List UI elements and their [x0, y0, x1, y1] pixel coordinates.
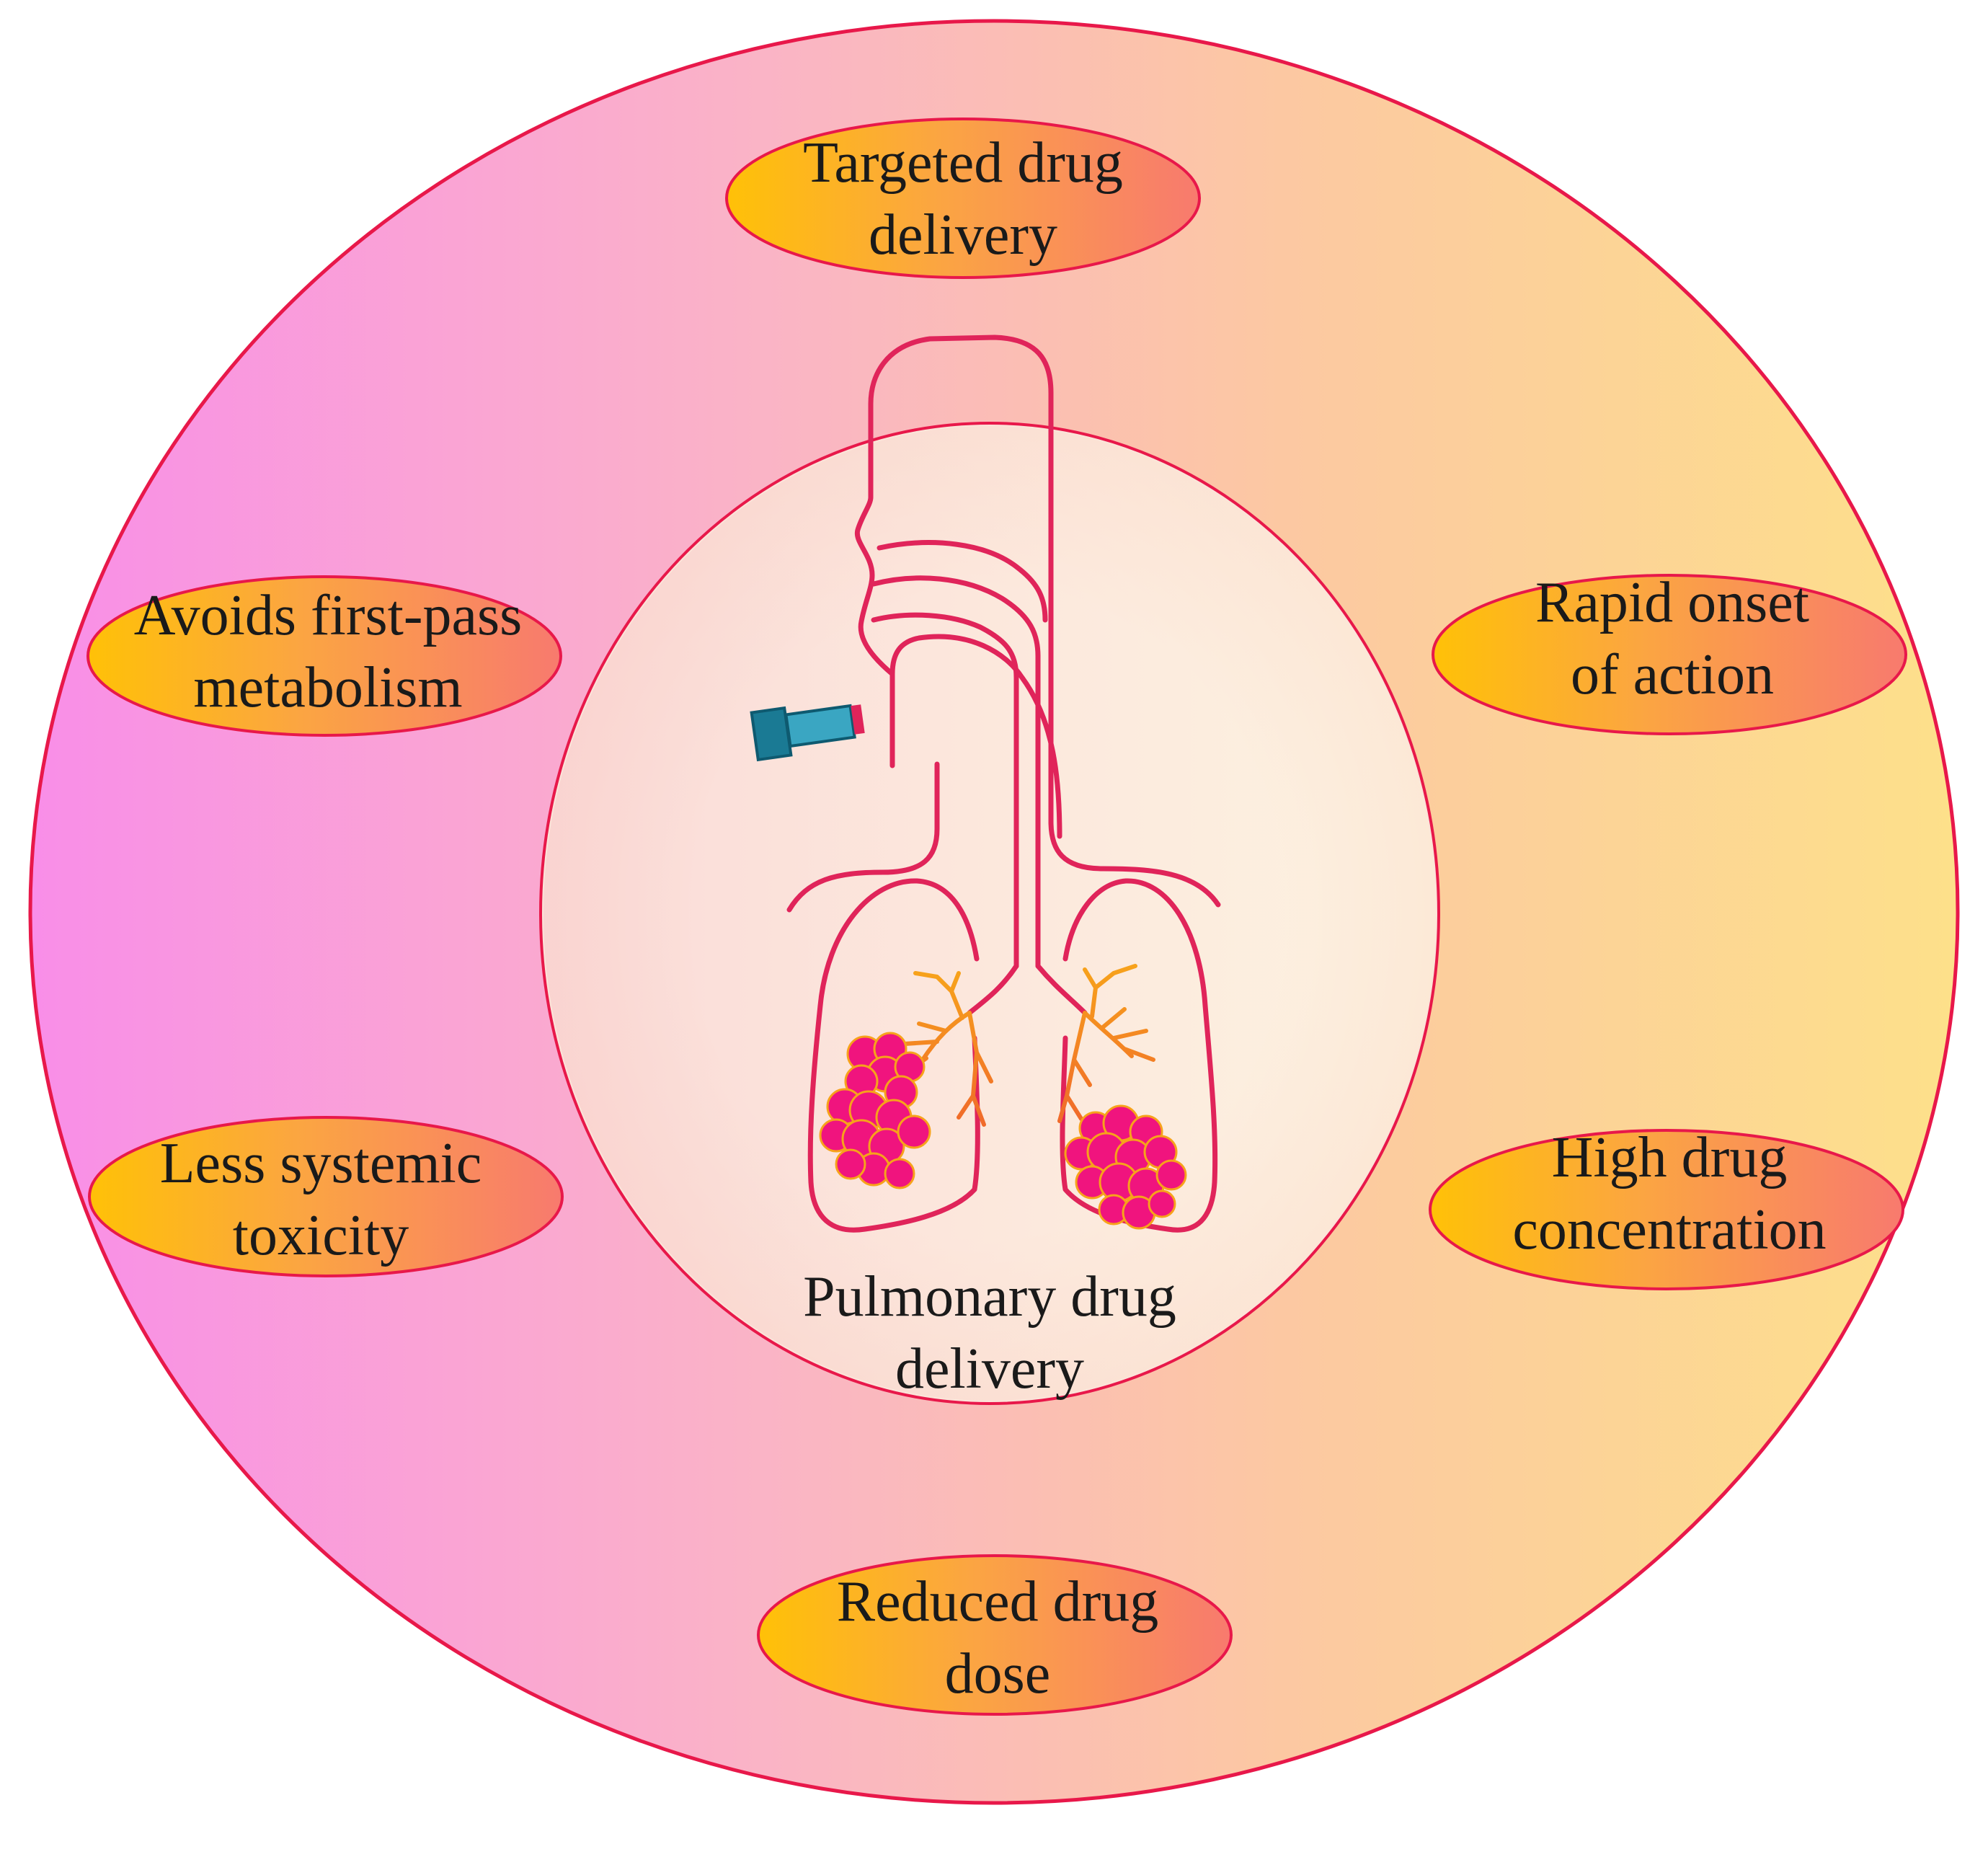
benefit-less-systemic-toxicity: Less systemic toxicity — [88, 1116, 564, 1277]
benefit-label-line1: Rapid onset — [1535, 571, 1809, 634]
benefit-label-line1: Avoids first-pass — [134, 584, 522, 647]
benefit-label-line2: metabolism — [193, 656, 462, 719]
benefit-label-line1: Less systemic — [160, 1132, 482, 1195]
benefit-targeted-drug-delivery: Targeted drug delivery — [725, 118, 1201, 279]
alveoli-icon — [819, 1032, 1187, 1230]
bronchial-tree-icon — [897, 964, 1155, 1127]
benefit-label-line2: delivery — [869, 203, 1057, 267]
center-label-line2: delivery — [895, 1337, 1084, 1401]
benefit-avoids-first-pass-metabolism: Avoids first-pass metabolism — [86, 575, 562, 737]
center-label-line1: Pulmonary drug — [803, 1265, 1176, 1329]
inner-circle — [539, 422, 1440, 1405]
benefit-label-line2: of action — [1571, 643, 1774, 706]
inhaler-icon — [750, 704, 865, 762]
respiratory-system-icon — [786, 334, 1221, 1233]
benefit-label-line1: High drug — [1552, 1126, 1788, 1189]
benefit-label-line2: toxicity — [233, 1204, 409, 1267]
benefit-high-drug-concentration: High drug concentration — [1429, 1126, 1904, 1290]
benefit-label-line1: Reduced drug — [837, 1570, 1159, 1634]
benefit-label-line1: Targeted drug — [803, 131, 1123, 195]
benefit-label-line2: concentration — [1512, 1198, 1826, 1262]
benefit-label-line2: dose — [945, 1642, 1051, 1706]
center-label: Pulmonary drug delivery — [803, 1265, 1176, 1401]
benefit-rapid-onset: Rapid onset of action — [1432, 571, 1907, 735]
benefit-reduced-drug-dose: Reduced drug dose — [757, 1554, 1233, 1716]
